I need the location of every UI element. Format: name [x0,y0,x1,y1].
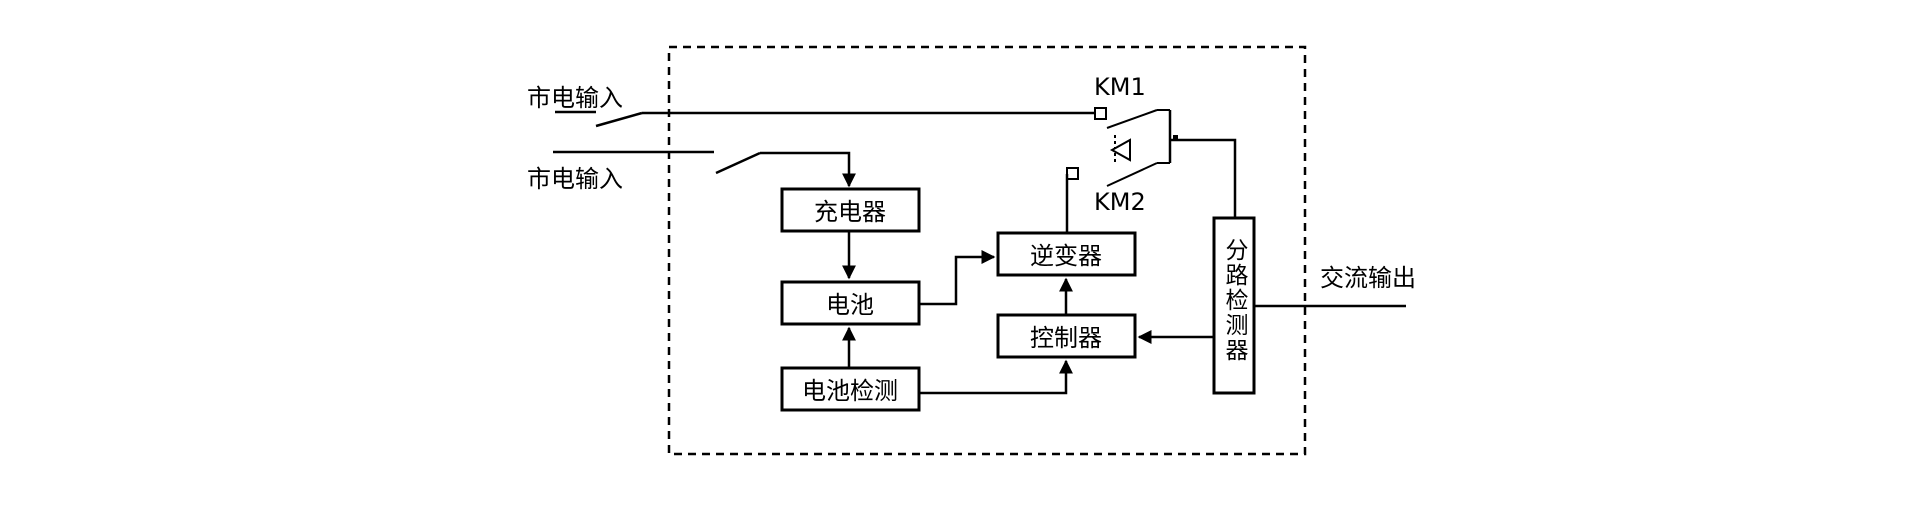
charger-label: 充电器 [814,198,886,226]
controller-label: 控制器 [1030,324,1102,352]
battery-block [780,280,921,326]
detection-to-controller-arrow [919,359,1073,395]
inverter-label: 逆变器 [1030,242,1102,270]
switch-to-detector-line [1170,138,1237,218]
ac-output-label: 交流输出 [1320,264,1416,292]
km1-label: KM1 [1094,73,1146,101]
branch-detector-block [1212,216,1256,395]
controller-block [996,313,1137,359]
branch-detector-label: 分路检测器 [1221,238,1249,363]
charger-block [780,187,921,233]
inverter-block [996,231,1137,277]
km2-label: KM2 [1094,188,1146,216]
mains-input-1-line [555,107,1107,128]
km-switch-icon [1066,109,1178,187]
ups-enclosure [667,45,1307,456]
battery-detection-block [780,366,921,412]
mains-input-2-line [553,150,856,188]
mains-input-1-label: 市电输入 [527,84,623,112]
battery-label: 电池 [826,291,874,319]
mains-input-2-label: 市电输入 [527,165,623,193]
battery-detection-label: 电池检测 [802,377,898,405]
battery-to-inverter-arrow [919,250,996,306]
